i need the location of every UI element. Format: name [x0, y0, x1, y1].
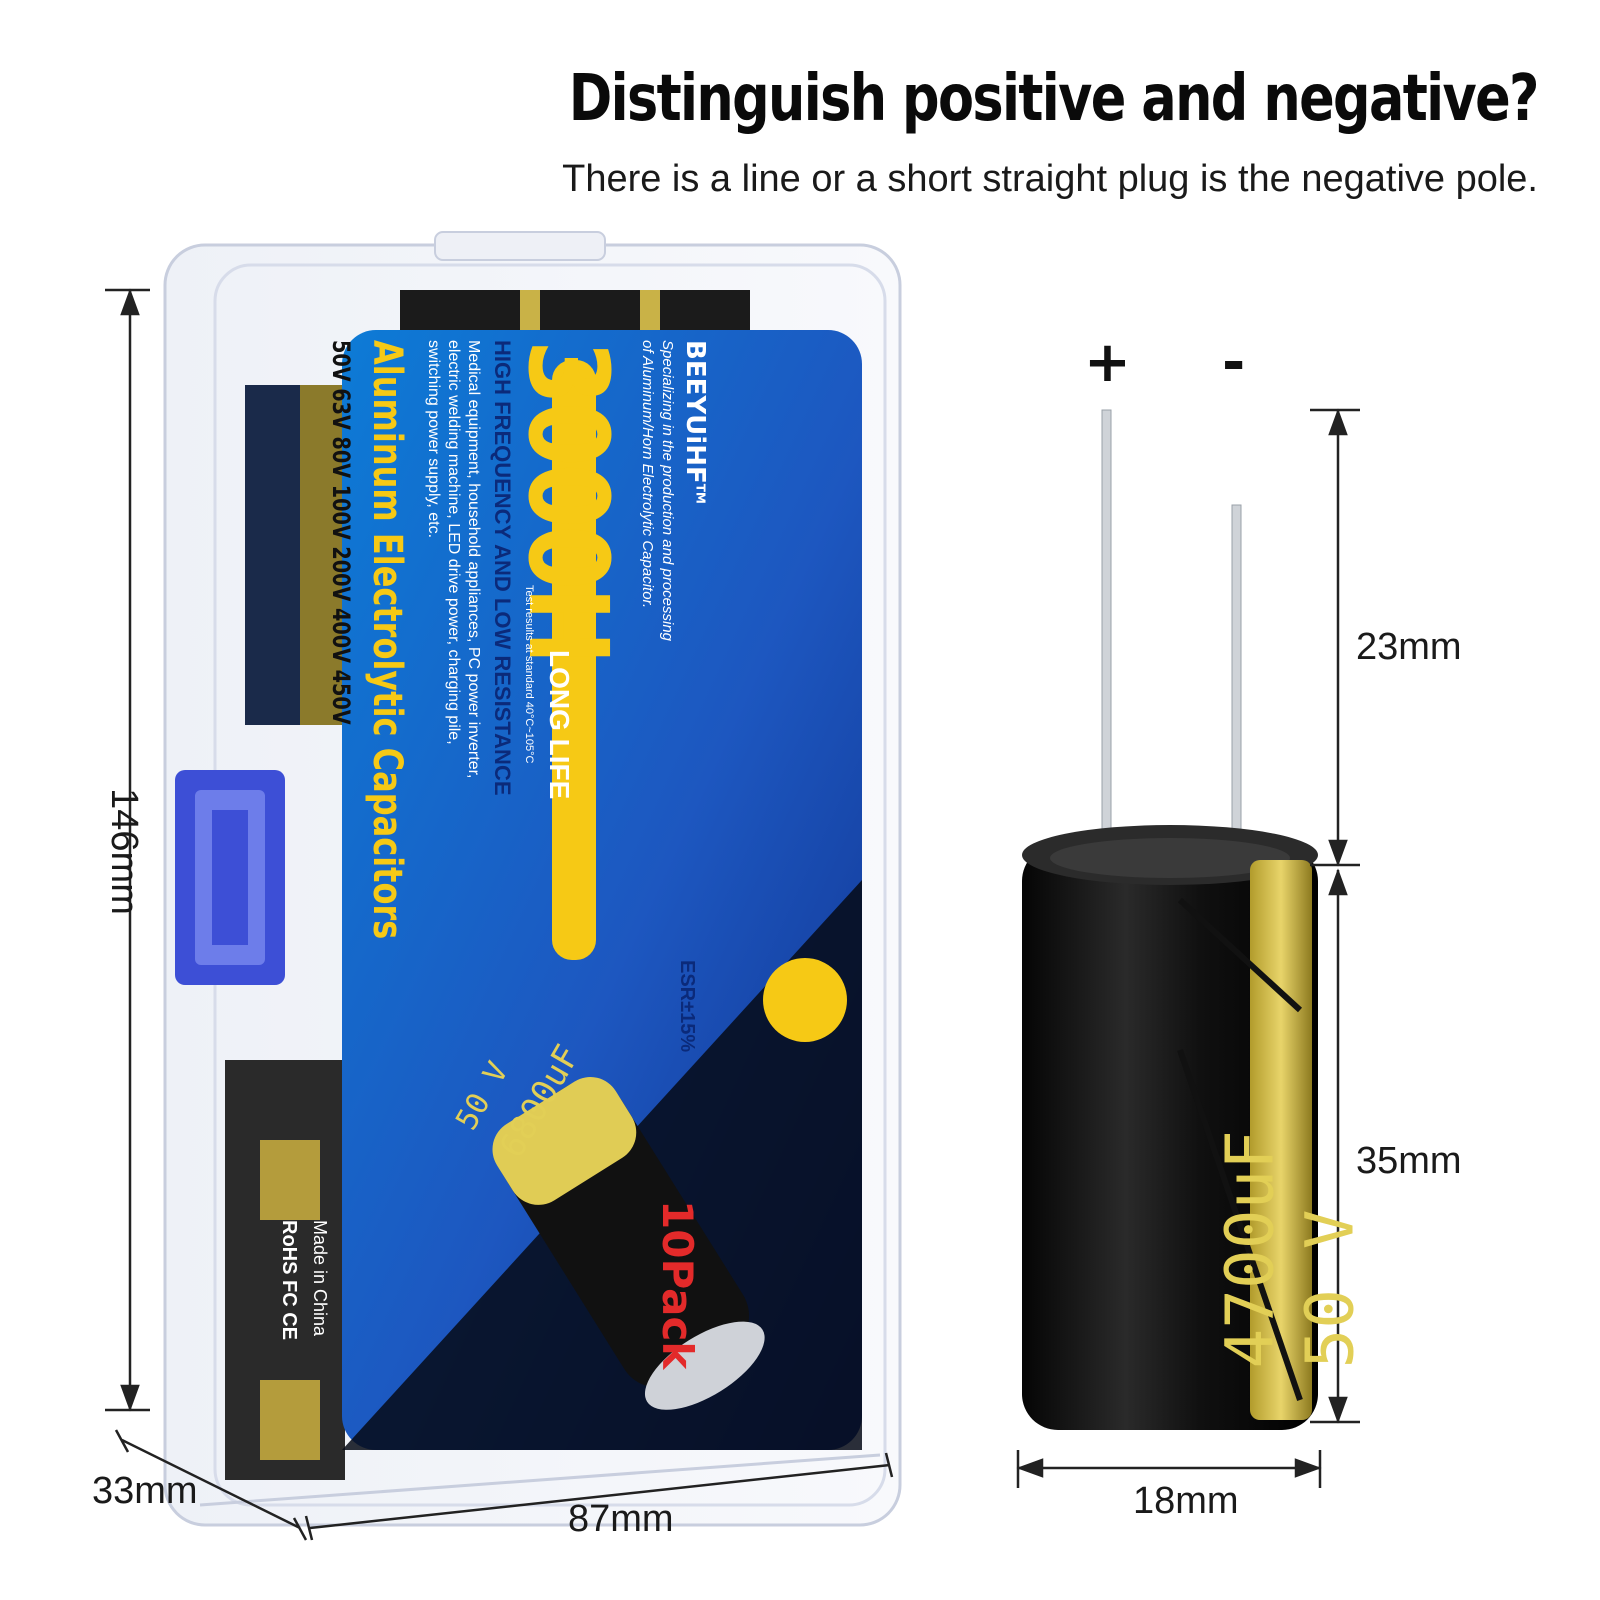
- lead-length-label: 23mm: [1356, 626, 1462, 668]
- long-life-text: LONG LIFE: [544, 650, 575, 800]
- label-text-group: BEEYUiHFTM Specializing in the productio…: [250, 340, 710, 1380]
- certifications: RoHS FC CE: [278, 1220, 300, 1340]
- voltage-list: 50V 63V 80V 100V 200V 400V 450V: [327, 340, 355, 725]
- box-depth-dimension: [114, 1429, 308, 1541]
- hf-banner: HIGH FREQUENCY AND LOW RESISTANCE: [490, 340, 515, 796]
- lead-length-dimension: [1310, 408, 1360, 867]
- box-clip: [175, 770, 285, 985]
- capacitor-value-marking: 4700uF: [1211, 949, 1289, 1369]
- body-diameter-dimension: [1016, 1450, 1322, 1488]
- body-height-label: 35mm: [1356, 1140, 1462, 1182]
- pack-count: 10Pack: [653, 1200, 702, 1370]
- page-title: Distinguish positive and negative?: [568, 62, 1540, 136]
- box-width-dimension: [304, 1452, 894, 1541]
- body-diameter-label: 18mm: [1133, 1480, 1239, 1522]
- box-depth-label: 33mm: [92, 1470, 198, 1512]
- tagline-2: of Aluminum/Horn Electrolytic Capacitor.: [639, 340, 656, 609]
- capacitor-value: 4700uF: [1211, 1130, 1289, 1369]
- negative-sign: -: [1222, 330, 1246, 395]
- capacitor: [1022, 409, 1318, 1430]
- esr-badge: ESR±15%: [676, 960, 698, 1053]
- positive-sign: +: [1084, 330, 1131, 395]
- box-height-label: 146mm: [102, 788, 145, 915]
- tagline-1: Specializing in the production and proce…: [659, 340, 676, 642]
- capacitor-voltage: 50 V: [1291, 1209, 1369, 1369]
- apps-line-2: electric welding machine, LED drive powe…: [445, 340, 462, 745]
- page-subtitle: There is a line or a short straight plug…: [562, 158, 1538, 200]
- apps-line-3: switching power supply, etc.: [425, 340, 442, 539]
- label-cap-value: 6800uF: [491, 1038, 589, 1165]
- apps-line-1: Medical equipment, household appliances,…: [465, 340, 482, 779]
- box-width-label: 87mm: [568, 1498, 674, 1540]
- made-in: Made in China: [310, 1220, 330, 1337]
- package-label: [342, 330, 862, 1450]
- test-note: Test results at standard 40°C~105°C: [523, 585, 535, 764]
- product-name: Aluminum Electrolytic Capacitors: [364, 340, 410, 940]
- capacitor-voltage-marking: 50 V: [1292, 949, 1369, 1369]
- box-height-dimension: [105, 288, 150, 1412]
- body-height-dimension: [1310, 868, 1360, 1424]
- brand-name: BEEYUiHFTM: [680, 340, 710, 504]
